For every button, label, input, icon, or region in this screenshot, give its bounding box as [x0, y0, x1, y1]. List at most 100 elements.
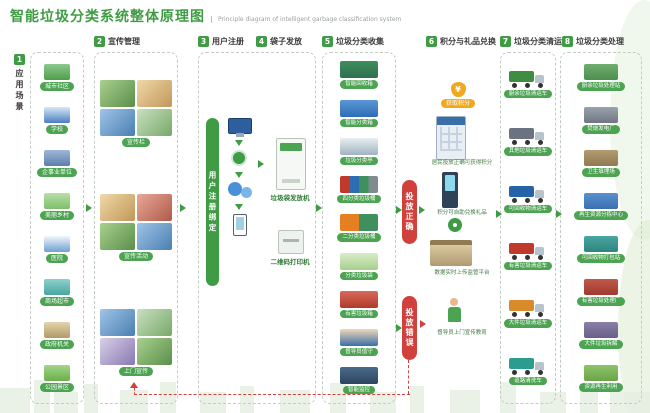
- section-header-4: 4 袋子发放: [256, 36, 302, 47]
- publicity-label: 宣传栏: [121, 137, 150, 147]
- collection-item: 智能回收箱: [340, 61, 378, 89]
- flow-arrow: [258, 160, 264, 168]
- vending-note: 居民投放正确可获得积分: [431, 160, 493, 166]
- collection-label: 智能监控: [342, 386, 375, 395]
- smartphone-icon: [233, 214, 247, 236]
- section-title: 宣传管理: [108, 37, 140, 46]
- incineration-plant-icon: [583, 107, 618, 124]
- truck-label: 大件垃圾清运车: [503, 319, 553, 328]
- collection-label: 督导员值守: [340, 348, 378, 357]
- qrcode-printer-machine: [278, 230, 304, 254]
- points-badge-label: 获取积分: [440, 99, 475, 108]
- publicity-photo: [137, 108, 172, 136]
- photo-grid: [100, 309, 172, 366]
- application-scenarios-panel: 城市社区 学校 企事业单位 美丽乡村 医院 商场超市 政府机关 公园景区: [30, 52, 84, 404]
- truck-item: 厨余垃圾清运车: [503, 71, 553, 99]
- community-icon: [43, 64, 70, 80]
- qrcode-printer-label: 二维码打印机: [270, 258, 310, 266]
- section-header-6: 6 积分与礼品兑换: [426, 36, 496, 47]
- supervisor-note: 督导员上门宣传教育: [437, 330, 487, 336]
- collection-label: 智能回收箱: [340, 80, 378, 89]
- publicity-group: 宣传活动: [100, 194, 172, 262]
- points-badge: ¥ 获取积分: [430, 82, 486, 108]
- monitor-camera-icon: [340, 367, 378, 385]
- truck-item: 可回收物清运车: [503, 185, 553, 213]
- publicity-photo: [137, 309, 172, 337]
- processing-item: 卫生填埋场: [582, 150, 620, 177]
- packing-station-icon: [583, 236, 618, 253]
- publicity-photo: [137, 223, 172, 251]
- section-header-7: 7 垃圾分类清运: [500, 36, 562, 47]
- processing-label: 再生资源分拣中心: [573, 211, 628, 220]
- resource-reuse-icon: [583, 365, 618, 382]
- section-number: 3: [198, 36, 209, 47]
- hospital-icon: [44, 236, 70, 252]
- recyclable-truck-icon: [508, 185, 547, 203]
- scenario-item: 美丽乡村: [39, 193, 74, 220]
- garbage-bag-icon: [340, 252, 378, 270]
- correct-disposal-label: 投放正确: [405, 192, 414, 232]
- four-bin-icon: [339, 176, 378, 194]
- bulky-dismantling-icon: [583, 322, 618, 339]
- scenario-label: 企事业单位: [36, 168, 77, 177]
- collection-label: 垃圾分类亭: [340, 156, 378, 166]
- section-number: 5: [322, 36, 333, 47]
- scenario-item: 学校: [44, 107, 70, 134]
- mall-icon: [43, 279, 70, 295]
- collection-label: 分类垃圾袋: [340, 271, 378, 280]
- publicity-label: 宣传活动: [118, 252, 153, 262]
- app-circle-icon: [228, 182, 242, 196]
- processing-panel: 厨余垃圾处理站 焚烧发电厂 卫生填埋场 再生资源分拣中心 可回收物打包站 有害垃…: [560, 52, 642, 404]
- processing-item: 焚烧发电厂: [582, 107, 620, 134]
- wrong-disposal-label: 投放错误: [405, 308, 414, 348]
- scenario-label: 商场超市: [39, 297, 74, 306]
- scenario-item: 商场超市: [39, 279, 74, 306]
- publicity-group: 宣传栏: [100, 79, 172, 147]
- scenario-item: 公园景区: [39, 365, 74, 392]
- section-number: 7: [500, 36, 511, 47]
- publicity-photo: [100, 338, 135, 366]
- person-body: [447, 307, 461, 322]
- dispenser-header: [280, 143, 302, 151]
- sorting-kiosk-icon: [340, 137, 378, 155]
- page-title: 智能垃圾分类系统整体原理图: [10, 9, 205, 25]
- section-title: 垃圾分类收集: [336, 37, 384, 46]
- collection-label: 四分类垃圾桶: [337, 195, 381, 204]
- landfill-icon: [583, 150, 618, 167]
- building-roof: [430, 240, 472, 245]
- publicity-photo: [137, 194, 172, 222]
- publicity-photo: [100, 79, 135, 107]
- flow-arrow: [419, 206, 425, 214]
- flow-arrow: [396, 206, 402, 214]
- flow-arrow: [396, 324, 402, 332]
- hazardous-truck-icon: [508, 243, 547, 261]
- village-icon: [43, 193, 70, 209]
- page-title-bar: 智能垃圾分类系统整体原理图 Principle diagram of intel…: [10, 6, 401, 26]
- smart-recycle-cabinet-icon: [340, 61, 378, 79]
- exchange-kiosk: [442, 172, 458, 208]
- bulky-waste-truck-icon: [508, 300, 547, 318]
- processing-item: 大件垃圾拆解: [579, 322, 623, 349]
- flow-arrow: [86, 204, 92, 212]
- scenario-label: 政府机关: [39, 340, 74, 349]
- section-title: 积分与礼品兑换: [440, 37, 496, 46]
- government-icon: [43, 322, 70, 338]
- collection-item: 四分类垃圾桶: [337, 176, 381, 204]
- scenario-label: 美丽乡村: [39, 211, 74, 220]
- truck-label: 可回收物清运车: [503, 204, 553, 213]
- hazardous-plant-icon: [583, 279, 618, 296]
- error-loop-line: [408, 360, 409, 394]
- dispenser-slot: [282, 179, 300, 183]
- flow-arrow: [496, 210, 502, 218]
- kiosk-note: 积分可自助兑换礼品: [437, 210, 487, 216]
- flow-arrow: [316, 204, 322, 212]
- monitor-stand: [236, 133, 244, 137]
- collection-label: 二分类垃圾桶: [337, 233, 381, 242]
- flow-arrow-down: [235, 172, 243, 178]
- scenario-label: 医院: [45, 254, 68, 263]
- error-loop-line: [134, 388, 135, 395]
- collection-item: 督导员值守: [340, 329, 378, 357]
- processing-item: 再生资源分拣中心: [573, 193, 628, 220]
- section-number: 6: [426, 36, 437, 47]
- smart-sorting-cabinet-icon: [340, 99, 378, 117]
